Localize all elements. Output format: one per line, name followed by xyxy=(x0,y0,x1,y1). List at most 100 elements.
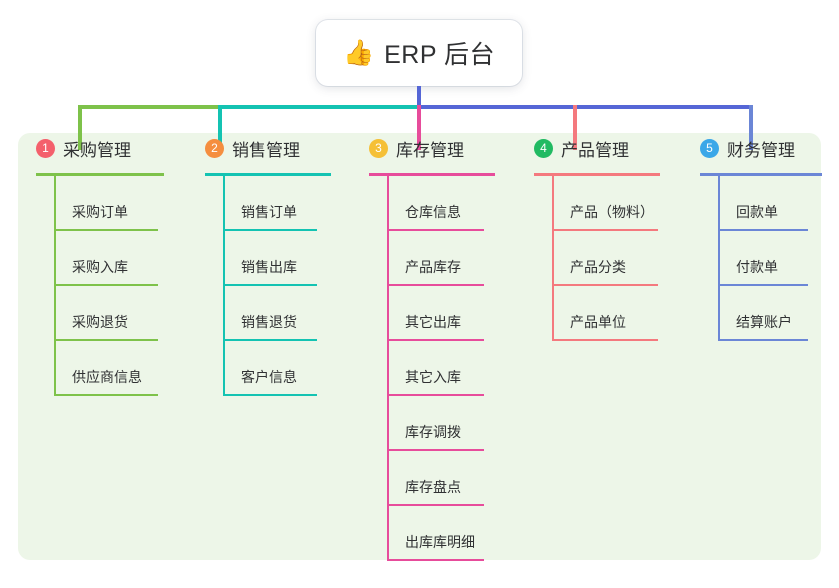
leaf-item-label: 客户信息 xyxy=(241,369,297,385)
bus-segment-3 xyxy=(417,105,753,109)
leaf-item[interactable]: 销售订单 xyxy=(223,176,317,231)
leaf-item[interactable]: 采购订单 xyxy=(54,176,158,231)
column-spine xyxy=(54,176,56,396)
leaf-item-label: 销售退货 xyxy=(241,314,297,330)
leaf-item-label: 出库库明细 xyxy=(405,534,475,550)
leaf-item[interactable]: 仓库信息 xyxy=(387,176,484,231)
leaf-item-underline xyxy=(223,284,317,286)
column-2: 2 销售管理销售订单销售出库销售退货客户信息 xyxy=(187,133,331,396)
leaf-item[interactable]: 其它出库 xyxy=(387,286,484,341)
leaf-item-label: 仓库信息 xyxy=(405,204,461,220)
leaf-item-label: 采购入库 xyxy=(72,259,128,275)
column-title: 产品管理 xyxy=(561,140,629,160)
branch-drop-connector-5 xyxy=(749,105,753,150)
leaf-item-underline xyxy=(387,284,484,286)
leaf-item-underline xyxy=(54,339,158,341)
leaf-item-label: 产品库存 xyxy=(405,259,461,275)
leaf-item-label: 产品（物料） xyxy=(570,204,654,220)
column-index-badge: 1 xyxy=(36,138,55,158)
leaf-item-underline xyxy=(387,394,484,396)
root-node-erp-backend[interactable]: 👍 ERP 后台 xyxy=(316,20,522,86)
leaf-item[interactable]: 采购退货 xyxy=(54,286,158,341)
branch-drop-connector-3 xyxy=(417,105,421,150)
leaf-item[interactable]: 库存调拨 xyxy=(387,396,484,451)
leaf-item-underline xyxy=(387,504,484,506)
column-header-underline xyxy=(534,173,660,176)
column-spine xyxy=(552,176,554,341)
leaf-item[interactable]: 产品库存 xyxy=(387,231,484,286)
column-5: 5 财务管理回款单付款单结算账户 xyxy=(682,133,822,341)
leaf-item-underline xyxy=(387,449,484,451)
column-index-badge: 2 xyxy=(205,138,224,158)
leaf-item[interactable]: 采购入库 xyxy=(54,231,158,286)
leaf-item[interactable]: 回款单 xyxy=(718,176,808,231)
leaf-item-label: 采购退货 xyxy=(72,314,128,330)
column-1: 1 采购管理采购订单采购入库采购退货供应商信息 xyxy=(18,133,164,396)
leaf-item-underline xyxy=(552,229,658,231)
leaf-item-underline xyxy=(552,284,658,286)
leaf-item[interactable]: 销售退货 xyxy=(223,286,317,341)
leaf-item[interactable]: 产品单位 xyxy=(552,286,658,341)
leaf-item-underline xyxy=(54,394,158,396)
leaf-item-label: 付款单 xyxy=(736,259,778,275)
thumbs-up-icon: 👍 xyxy=(342,38,375,67)
leaf-item-label: 产品分类 xyxy=(570,259,626,275)
leaf-item[interactable]: 产品分类 xyxy=(552,231,658,286)
leaf-item-underline xyxy=(718,339,808,341)
leaf-item-underline xyxy=(387,559,484,561)
leaf-item-label: 销售订单 xyxy=(241,204,297,220)
leaf-item-label: 销售出库 xyxy=(241,259,297,275)
leaf-item-label: 采购订单 xyxy=(72,204,128,220)
leaf-item[interactable]: 其它入库 xyxy=(387,341,484,396)
leaf-item-label: 其它入库 xyxy=(405,369,461,385)
leaf-item-label: 结算账户 xyxy=(736,314,792,330)
column-header-underline xyxy=(369,173,495,176)
root-trunk-connector xyxy=(417,86,421,108)
column-header-5[interactable]: 5 财务管理 xyxy=(682,133,795,163)
leaf-item-label: 产品单位 xyxy=(570,314,626,330)
column-index-badge: 5 xyxy=(700,138,719,158)
leaf-item[interactable]: 产品（物料） xyxy=(552,176,658,231)
column-spine xyxy=(387,176,389,561)
leaf-item-label: 其它出库 xyxy=(405,314,461,330)
leaf-item-underline xyxy=(387,229,484,231)
leaf-item[interactable]: 库存盘点 xyxy=(387,451,484,506)
column-title: 采购管理 xyxy=(63,140,131,160)
column-header-2[interactable]: 2 销售管理 xyxy=(187,133,300,163)
leaf-item[interactable]: 结算账户 xyxy=(718,286,808,341)
column-title: 销售管理 xyxy=(232,140,300,160)
leaf-item-underline xyxy=(223,394,317,396)
bus-segment-2 xyxy=(218,105,417,109)
leaf-item-underline xyxy=(54,229,158,231)
leaf-item[interactable]: 客户信息 xyxy=(223,341,317,396)
column-title: 财务管理 xyxy=(727,140,795,160)
branch-drop-connector-4 xyxy=(573,105,577,150)
column-spine xyxy=(223,176,225,396)
column-header-underline xyxy=(700,173,822,176)
column-spine xyxy=(718,176,720,341)
leaf-item[interactable]: 销售出库 xyxy=(223,231,317,286)
column-3: 3 库存管理仓库信息产品库存其它出库其它入库库存调拨库存盘点出库库明细 xyxy=(351,133,495,561)
leaf-item-underline xyxy=(223,229,317,231)
leaf-item-underline xyxy=(718,229,808,231)
leaf-item-label: 库存调拨 xyxy=(405,424,461,440)
leaf-item[interactable]: 供应商信息 xyxy=(54,341,158,396)
column-index-badge: 3 xyxy=(369,138,388,158)
column-header-underline xyxy=(36,173,164,176)
column-header-1[interactable]: 1 采购管理 xyxy=(18,133,131,163)
bus-segment-1 xyxy=(78,105,218,109)
leaf-item[interactable]: 出库库明细 xyxy=(387,506,484,561)
leaf-item-underline xyxy=(387,339,484,341)
branch-drop-connector-2 xyxy=(218,105,222,150)
column-index-badge: 4 xyxy=(534,138,553,158)
leaf-item-label: 供应商信息 xyxy=(72,369,142,385)
root-node-title: ERP 后台 xyxy=(384,41,496,69)
leaf-item-label: 库存盘点 xyxy=(405,479,461,495)
column-header-3[interactable]: 3 库存管理 xyxy=(351,133,464,163)
leaf-item[interactable]: 付款单 xyxy=(718,231,808,286)
branch-drop-connector-1 xyxy=(78,105,82,150)
diagram-background-panel xyxy=(18,133,821,560)
column-header-4[interactable]: 4 产品管理 xyxy=(516,133,629,163)
column-title: 库存管理 xyxy=(396,140,464,160)
